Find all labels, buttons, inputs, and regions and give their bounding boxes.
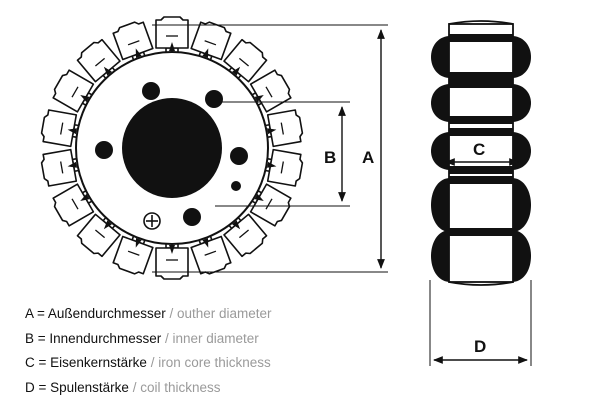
coil-bulge-left <box>431 84 449 122</box>
mounting-hole <box>230 147 248 165</box>
dimension-c-label: C <box>473 140 485 159</box>
legend-row-d: D = Spulenstärke / coil thickness <box>25 379 221 395</box>
mounting-hole <box>183 208 201 226</box>
dimension-a: A <box>152 24 388 273</box>
legend-row-b: B = Innendurchmesser / inner diameter <box>25 330 259 346</box>
dimension-a-label: A <box>362 148 374 167</box>
coil-bulge-right <box>513 132 531 170</box>
stator-tooth <box>155 240 189 280</box>
coil-bulge-left <box>431 132 449 170</box>
coil-bulge-right <box>513 178 531 232</box>
coil-windings <box>431 36 531 282</box>
coil-band <box>449 72 513 80</box>
dimension-d: D <box>429 280 532 366</box>
coil-band <box>449 166 513 174</box>
mounting-hole <box>95 141 113 159</box>
mounting-hole <box>205 90 223 108</box>
legend-row-a: A = Außendurchmesser / outher diameter <box>25 306 272 321</box>
coil-band <box>449 34 513 42</box>
coil-band <box>449 80 513 88</box>
coil-bands <box>448 20 514 286</box>
stator-front-view <box>40 16 304 280</box>
dimension-d-label: D <box>474 337 486 356</box>
coil-bulge-right <box>513 36 531 78</box>
dimension-b-label: B <box>324 148 336 167</box>
legend-row-c: C = Eisenkernstärke / iron core thicknes… <box>25 355 271 370</box>
stator-hub <box>122 98 222 198</box>
coil-bulge-right <box>513 230 531 282</box>
dimension-legend: A = Außendurchmesser / outher diameter B… <box>25 302 272 400</box>
mounting-holes <box>95 82 248 226</box>
coil-bulge-left <box>431 230 449 282</box>
coil-band <box>449 228 513 236</box>
coil-bulge-right <box>513 84 531 122</box>
stator-tooth <box>155 16 189 56</box>
dimension-b: B <box>215 101 350 207</box>
coil-band <box>449 176 513 184</box>
stator-side-view <box>431 20 531 286</box>
coil-band <box>449 116 513 124</box>
coil-bulge-left <box>431 36 449 78</box>
mounting-hole <box>142 82 160 100</box>
coil-bulge-left <box>431 178 449 232</box>
screw-icon <box>143 212 161 230</box>
stator-tooth <box>52 183 96 227</box>
stator-tooth <box>223 213 268 258</box>
mounting-hole <box>231 181 241 191</box>
dimension-c: C <box>445 140 519 166</box>
coil-band <box>449 128 513 136</box>
